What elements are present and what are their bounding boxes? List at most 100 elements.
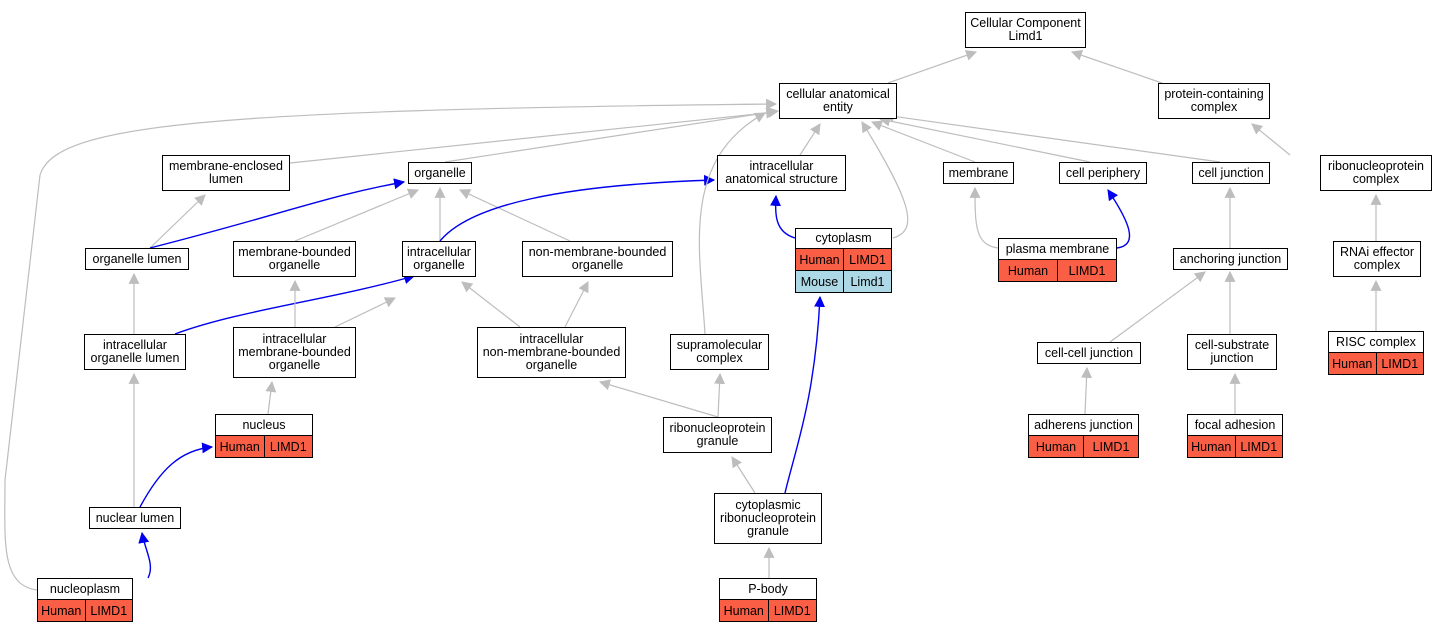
is-a-edge	[714, 372, 726, 418]
go-term-mbo[interactable]: membrane-bounded organelle	[233, 241, 356, 277]
go-term-label: membrane-enclosed lumen	[169, 159, 283, 186]
is-a-edge	[887, 50, 978, 84]
is-a-edge	[1081, 366, 1093, 415]
is-a-edge	[731, 456, 756, 494]
go-term-membrane[interactable]: membrane	[943, 162, 1014, 184]
go-term-label: cell junction	[1198, 165, 1264, 180]
go-term-nuclum[interactable]: nuclear lumen	[89, 507, 181, 529]
gene-cell: LIMD1	[843, 249, 891, 270]
go-term-rnpc[interactable]: ribonucleoprotein complex	[1320, 155, 1432, 191]
gene-cell: LIMD1	[767, 600, 817, 621]
human-annotation-row: Human LIMD1	[1029, 435, 1138, 457]
annotation-edge	[149, 178, 406, 249]
go-term-label: protein-containing complex	[1164, 87, 1264, 114]
go-term-label: organelle	[414, 165, 466, 180]
is-a-edge	[870, 120, 976, 163]
annotation-edge	[174, 273, 416, 335]
go-term-csj[interactable]: cell-substrate junction	[1187, 334, 1277, 370]
go-term-crnpg[interactable]: cytoplasmic ribonucleoprotein granule	[714, 493, 822, 544]
gene-cell: LIMD1	[1234, 436, 1283, 457]
go-term-cellper[interactable]: cell periphery	[1059, 162, 1147, 184]
annotation-edge	[138, 531, 152, 579]
go-term-anchjunc[interactable]: anchoring junction	[1173, 248, 1288, 270]
go-term-label: RISC complex	[1336, 334, 1416, 349]
go-term-label: plasma membrane	[1005, 241, 1110, 256]
go-term-label: intracellular organelle lumen	[90, 338, 180, 365]
go-term-cae[interactable]: cellular anatomical entity	[779, 83, 897, 119]
is-a-edge	[598, 379, 719, 418]
go-term-supra[interactable]: supramolecular complex	[670, 334, 769, 370]
is-a-edge	[444, 107, 780, 163]
go-term-label: cell-cell junction	[1044, 345, 1134, 360]
species-cell: Human	[723, 603, 764, 618]
go-term-label: nuclear lumen	[95, 510, 175, 525]
go-term-rnpg[interactable]: ribonucleoprotein granule	[663, 417, 772, 453]
go-term-label: non-membrane-bounded organelle	[528, 245, 667, 272]
go-term-label: P-body	[748, 581, 788, 596]
gene-cell: LIMD1	[1083, 436, 1138, 457]
go-term-imbo[interactable]: intracellular membrane-bounded organelle	[233, 327, 356, 378]
species-cell: Human	[1007, 263, 1049, 278]
species-cell: Human	[1191, 439, 1232, 454]
is-a-edge	[294, 188, 420, 242]
go-term-label: Cellular Component Limd1	[970, 16, 1081, 43]
go-term-label: membrane-bounded organelle	[238, 245, 351, 272]
go-term-label: cytoplasmic ribonucleoprotein granule	[720, 498, 816, 538]
is-a-edge	[265, 380, 277, 415]
is-a-edge	[882, 110, 1221, 163]
go-term-label: ribonucleoprotein complex	[1328, 159, 1424, 186]
go-term-label: nucleus	[242, 417, 286, 432]
go-term-label: intracellular anatomical structure	[725, 159, 838, 186]
go-term-organelle[interactable]: organelle	[408, 162, 472, 184]
go-term-pcc[interactable]: protein-containing complex	[1158, 83, 1270, 119]
species-cell: Human	[1035, 439, 1077, 454]
species-cell: Human	[1332, 356, 1373, 371]
go-term-label: cytoplasm	[815, 231, 872, 245]
go-term-mel[interactable]: membrane-enclosed lumen	[162, 155, 290, 191]
human-annotation-row: Human LIMD1	[999, 259, 1116, 281]
gene-cell: LIMD1	[84, 600, 133, 621]
is-a-edge	[1070, 50, 1163, 84]
go-term-ccj[interactable]: cell-cell junction	[1037, 342, 1141, 364]
is-a-edge	[698, 112, 766, 335]
go-term-io[interactable]: intracellular organelle	[402, 241, 476, 277]
go-term-orglumen[interactable]: organelle lumen	[85, 248, 189, 270]
gene-cell: LIMD1	[1057, 260, 1116, 281]
go-term-label: focal adhesion	[1194, 417, 1276, 432]
go-term-label: intracellular organelle	[407, 245, 471, 272]
is-a-edge	[1109, 271, 1206, 343]
go-term-label: cell periphery	[1065, 165, 1141, 180]
species-cell: Human	[799, 252, 840, 267]
go-term-nmbo[interactable]: non-membrane-bounded organelle	[522, 241, 673, 277]
go-term-rnai[interactable]: RNAi effector complex	[1333, 241, 1421, 277]
go-term-celljunc[interactable]: cell junction	[1192, 162, 1270, 184]
go-term-label: membrane	[948, 165, 1009, 180]
go-term-ias[interactable]: intracellular anatomical structure	[717, 155, 846, 191]
species-cell: Human	[219, 439, 260, 454]
go-term-inmbo[interactable]: intracellular non-membrane-bounded organ…	[477, 327, 626, 378]
go-term-iol[interactable]: intracellular organelle lumen	[84, 334, 186, 370]
go-term-label: organelle lumen	[92, 251, 182, 266]
go-term-root[interactable]: Cellular Component Limd1	[965, 12, 1086, 48]
is-a-edge	[861, 121, 909, 239]
annotation-edge	[139, 442, 214, 508]
is-a-edge	[969, 186, 999, 249]
is-a-edge	[289, 107, 778, 164]
go-term-label: anchoring junction	[1179, 251, 1282, 266]
annotation-edge	[769, 194, 796, 239]
is-a-edge	[564, 281, 589, 328]
